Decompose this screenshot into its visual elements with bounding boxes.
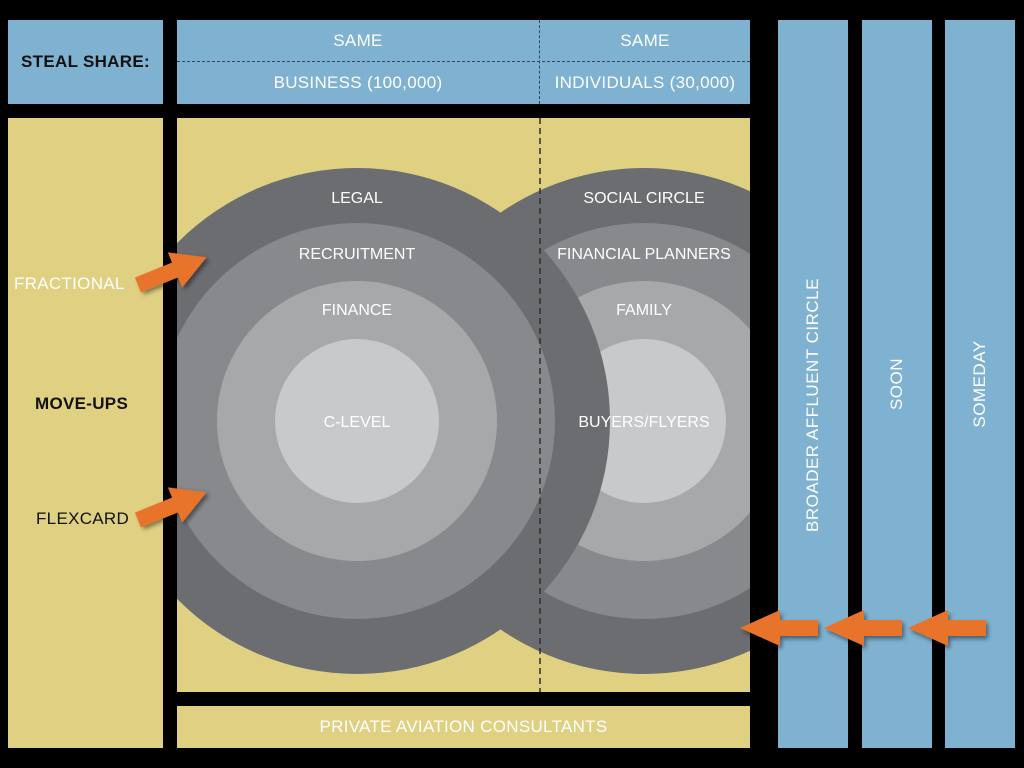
individuals-same-label: SAME bbox=[620, 31, 670, 50]
move-ups-column: FRACTIONAL MOVE-UPS FLEXCARD bbox=[8, 118, 163, 748]
business-same-label: SAME bbox=[333, 31, 383, 50]
steal-share-box: STEAL SHARE: bbox=[8, 20, 163, 104]
individuals-title-cell: INDIVIDUALS (30,000) bbox=[540, 62, 750, 104]
finance-label: FINANCE bbox=[322, 302, 392, 319]
header-horizontal-divider bbox=[177, 61, 750, 62]
business-ring-core bbox=[275, 339, 439, 503]
private-aviation-consultants-label: PRIVATE AVIATION CONSULTANTS bbox=[319, 717, 608, 736]
segments-header: SAME BUSINESS (100,000) SAME INDIVIDUALS… bbox=[177, 20, 750, 104]
financial-planners-label: FINANCIAL PLANNERS bbox=[557, 246, 731, 263]
family-label: FAMILY bbox=[616, 302, 672, 319]
business-title: BUSINESS (100,000) bbox=[273, 73, 443, 92]
social-circle-label: SOCIAL CIRCLE bbox=[583, 190, 704, 207]
individuals-title: INDIVIDUALS (30,000) bbox=[554, 73, 736, 92]
business-same-cell: SAME bbox=[177, 20, 539, 62]
circles-area: LEGAL RECRUITMENT FINANCE C-LEVEL SOCIAL… bbox=[177, 118, 750, 692]
someday-column: SOMEDAY bbox=[945, 20, 1015, 748]
steal-share-label: STEAL SHARE: bbox=[21, 52, 150, 71]
c-level-label: C-LEVEL bbox=[324, 414, 391, 431]
recruitment-label: RECRUITMENT bbox=[299, 246, 416, 263]
broader-affluent-circle-label: BROADER AFFLUENT CIRCLE bbox=[803, 278, 822, 532]
business-circles bbox=[177, 168, 610, 674]
individuals-same-cell: SAME bbox=[540, 20, 750, 62]
buyers-flyers-label: BUYERS/FLYERS bbox=[578, 414, 709, 431]
legal-label: LEGAL bbox=[331, 190, 383, 207]
fractional-label: FRACTIONAL bbox=[14, 274, 125, 293]
business-title-cell: BUSINESS (100,000) bbox=[177, 62, 539, 104]
someday-label: SOMEDAY bbox=[970, 340, 989, 428]
header-vertical-divider bbox=[539, 20, 540, 104]
broader-affluent-circle-column: BROADER AFFLUENT CIRCLE bbox=[778, 20, 848, 748]
move-ups-label: MOVE-UPS bbox=[35, 394, 129, 413]
soon-column: SOON bbox=[862, 20, 932, 748]
flexcard-label: FLEXCARD bbox=[36, 509, 130, 528]
private-aviation-consultants-bar: PRIVATE AVIATION CONSULTANTS bbox=[177, 706, 750, 748]
concentric-circles-diagram: LEGAL RECRUITMENT FINANCE C-LEVEL SOCIAL… bbox=[177, 118, 750, 692]
soon-label: SOON bbox=[887, 357, 906, 411]
